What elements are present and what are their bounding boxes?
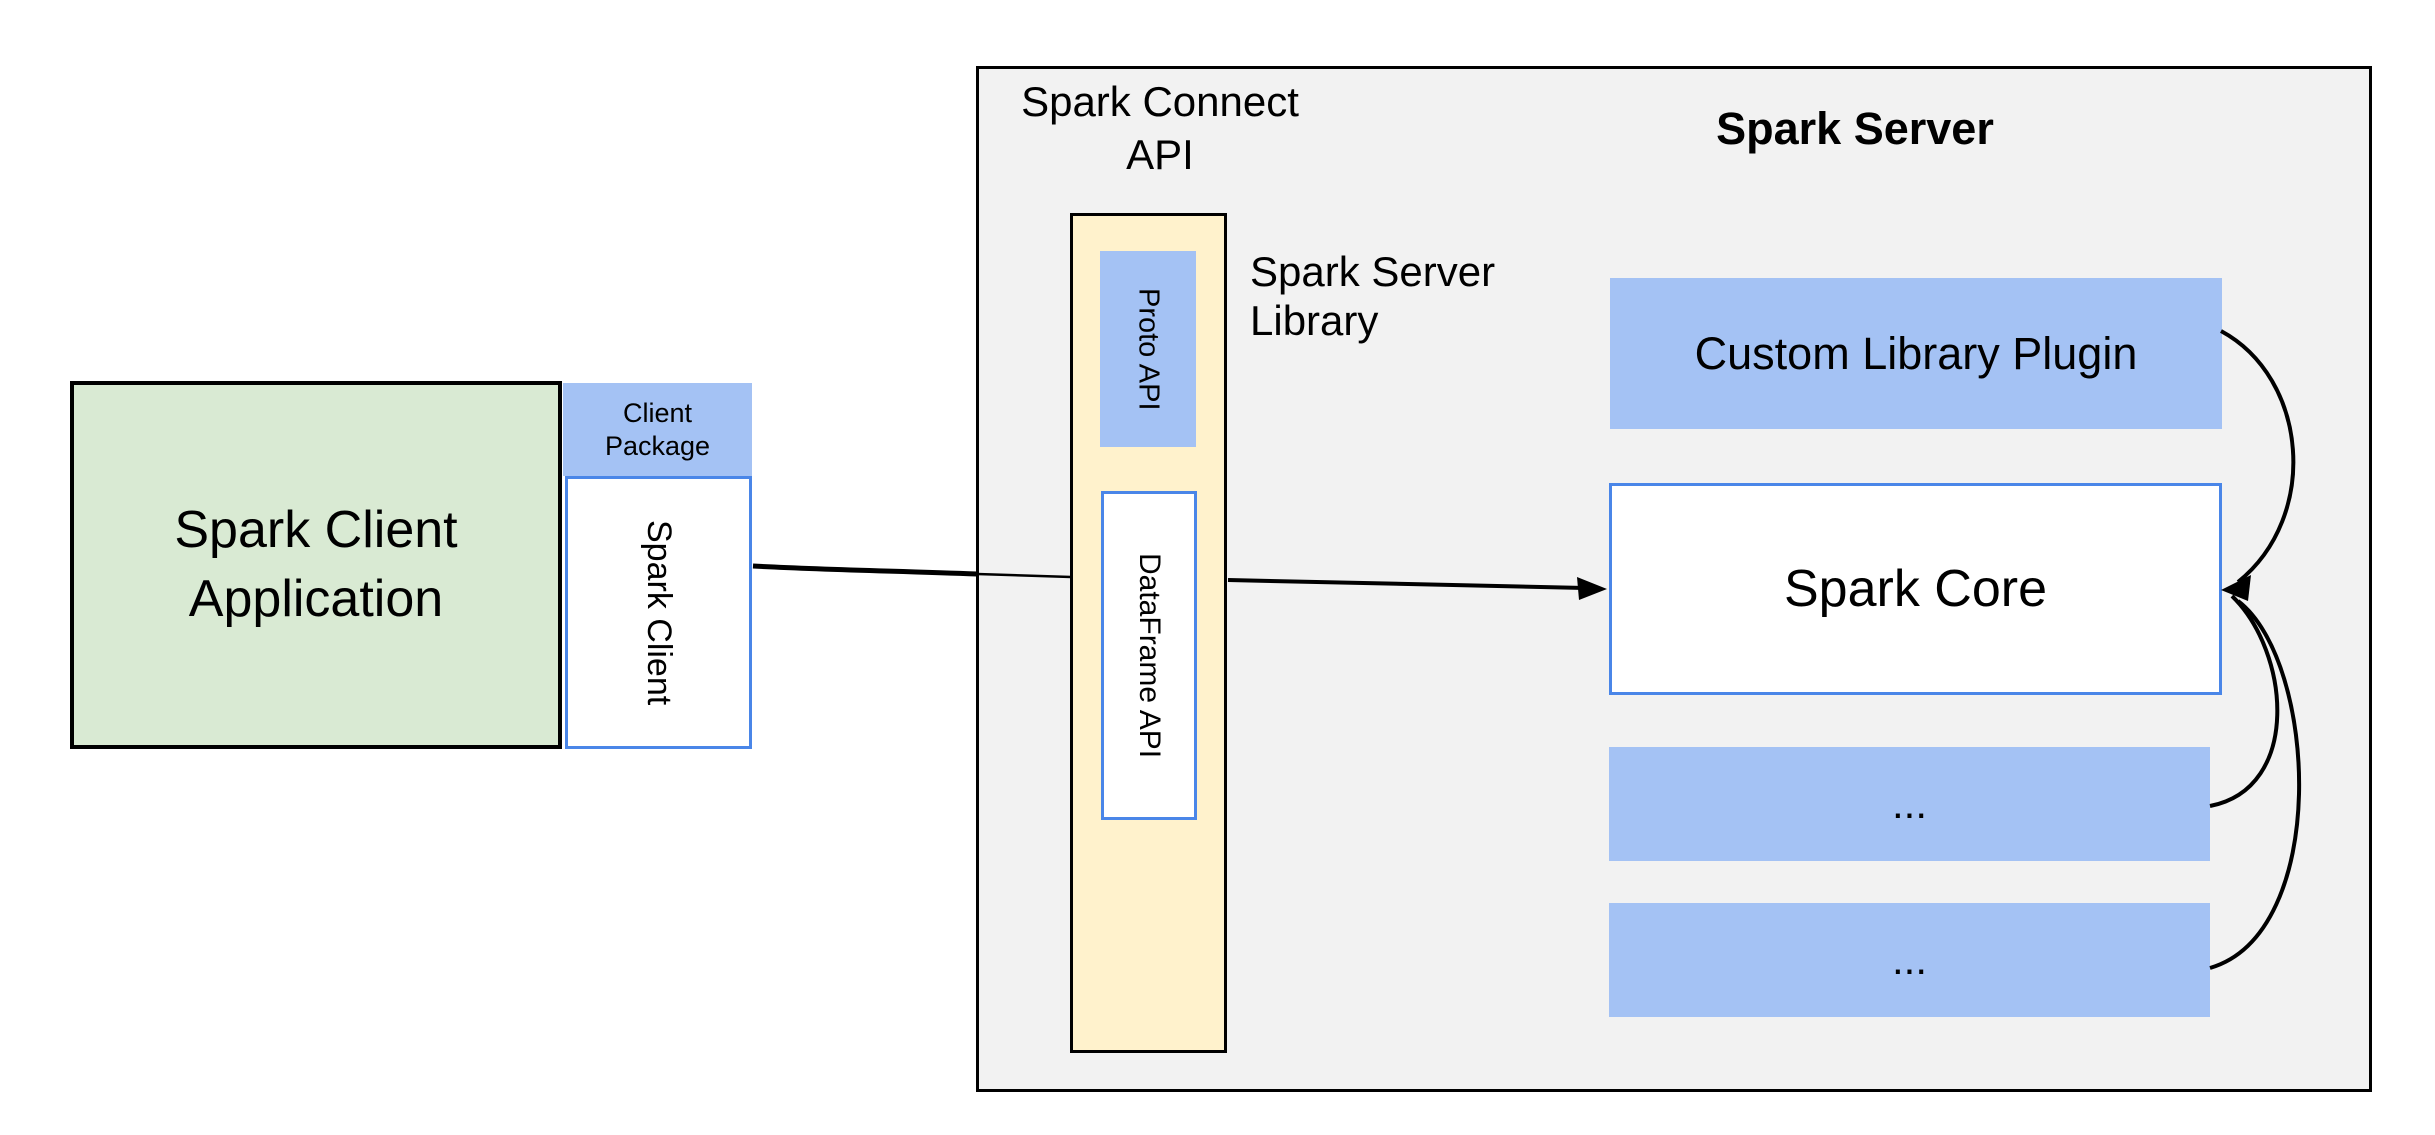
spark-client-box: Spark Client <box>565 476 752 749</box>
dataframe-api-box: DataFrame API <box>1101 491 1197 820</box>
spark-server-library-label: Spark Server Library <box>1250 248 1496 345</box>
proto-api-box: Proto API <box>1100 251 1196 447</box>
dataframe-api-label: DataFrame API <box>1133 552 1166 759</box>
spark-client-label: Spark Client <box>640 519 678 706</box>
custom-library-plugin-box: Custom Library Plugin <box>1610 278 2222 429</box>
proto-api-label: Proto API <box>1132 287 1165 411</box>
more-plugins-box-2: ... <box>1609 903 2210 1017</box>
client-package-box: Client Package <box>563 383 752 476</box>
more-plugins-label-2: ... <box>1891 936 1927 983</box>
custom-library-plugin-label: Custom Library Plugin <box>1694 327 2138 379</box>
more-plugins-label-1: ... <box>1891 780 1927 827</box>
more-plugins-box-1: ... <box>1609 747 2210 861</box>
spark-client-application-label: Spark Client Application <box>174 501 458 628</box>
spark-core-label: Spark Core <box>1784 560 2047 618</box>
client-to-library-arrow <box>752 563 978 577</box>
client-package-label: Client Package <box>604 398 711 461</box>
spark-server-title: Spark Server <box>1716 103 1994 154</box>
spark-core-box: Spark Core <box>1609 483 2222 695</box>
spark-connect-api-title: Spark Connect API <box>1021 78 1299 178</box>
spark-client-application-box: Spark Client Application <box>70 381 562 749</box>
